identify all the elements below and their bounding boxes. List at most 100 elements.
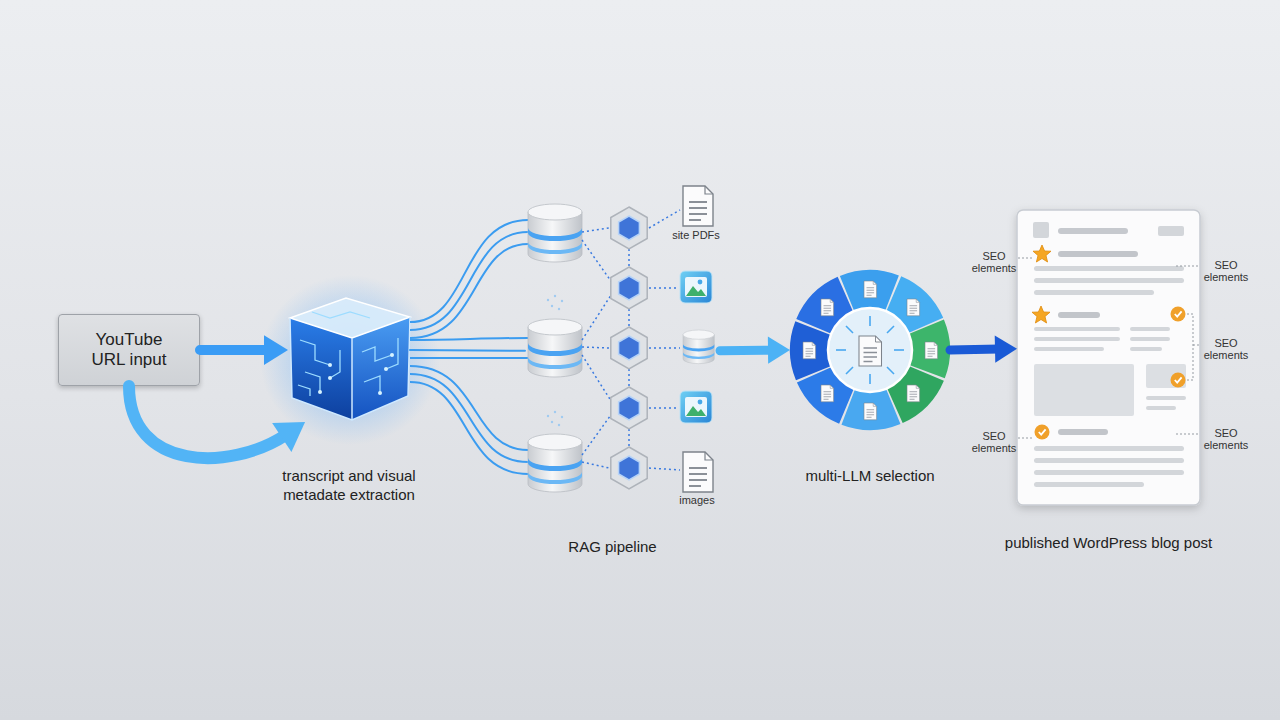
caption-text: published WordPress blog post bbox=[977, 533, 1240, 552]
llm-ring bbox=[864, 281, 877, 298]
blog-page bbox=[1033, 222, 1186, 487]
fan-lines bbox=[410, 382, 528, 474]
sparkles bbox=[561, 416, 563, 418]
blog-page bbox=[1017, 210, 1200, 505]
llm-ring bbox=[803, 281, 938, 420]
extraction-cube bbox=[328, 363, 332, 367]
llm-ring bbox=[925, 342, 938, 359]
llm-ring bbox=[907, 299, 920, 316]
dotted-links bbox=[649, 210, 680, 228]
database-cylinders bbox=[528, 204, 582, 492]
blog-page bbox=[1033, 245, 1051, 262]
llm-ring bbox=[821, 385, 834, 402]
llm-ring bbox=[907, 385, 920, 402]
blog-page bbox=[1158, 226, 1184, 236]
extraction-cube bbox=[318, 353, 394, 395]
sparkles bbox=[558, 308, 560, 310]
source-icons bbox=[683, 330, 714, 364]
llm-ring bbox=[894, 349, 904, 351]
sparkles bbox=[554, 295, 556, 297]
extraction-cube bbox=[298, 312, 398, 396]
connector-line bbox=[129, 386, 286, 458]
process-hexagons bbox=[611, 207, 647, 249]
dotted-links bbox=[582, 355, 613, 404]
llm-ring bbox=[836, 316, 904, 384]
node-label: YouTube URL input bbox=[85, 330, 173, 371]
extraction-cube bbox=[362, 347, 392, 361]
llm-ring bbox=[859, 336, 882, 366]
sparkles bbox=[554, 411, 556, 413]
extraction-cube bbox=[290, 317, 410, 420]
connector-line bbox=[950, 345, 999, 355]
source-icons bbox=[680, 271, 712, 303]
source-icons bbox=[680, 391, 712, 423]
llm-ring bbox=[859, 336, 882, 366]
blog-page bbox=[1032, 306, 1050, 323]
annotation-label: SEO elements bbox=[970, 250, 1018, 274]
dotted-links bbox=[582, 240, 613, 284]
llm-ring bbox=[925, 342, 938, 359]
source-icons bbox=[683, 330, 714, 364]
blog-page bbox=[1058, 228, 1128, 234]
fan-lines bbox=[410, 357, 528, 359]
connector-arrow bbox=[129, 386, 305, 458]
llm-ring bbox=[846, 326, 853, 333]
dotted-links bbox=[582, 292, 613, 340]
source-icons bbox=[683, 452, 713, 492]
annotation-label: SEO elements bbox=[1202, 337, 1250, 361]
connector-arrow bbox=[200, 335, 288, 365]
connector-line bbox=[720, 346, 772, 356]
annotation-label: site PDFs bbox=[658, 229, 734, 241]
dotted-links bbox=[628, 369, 630, 387]
sparkles bbox=[558, 424, 560, 426]
leader-lines bbox=[1018, 258, 1032, 259]
extraction-cube: transcript and visual metadate extractio… bbox=[288, 298, 410, 422]
process-hexagons bbox=[611, 447, 647, 489]
leader-lines bbox=[1018, 258, 1200, 438]
blog-page bbox=[1058, 429, 1108, 435]
caption-text: RAG pipeline bbox=[525, 537, 700, 556]
sparkles bbox=[551, 305, 553, 307]
sparkles bbox=[551, 421, 553, 423]
blog-page bbox=[1058, 251, 1138, 257]
fan-lines bbox=[410, 338, 528, 340]
blog-page bbox=[1130, 327, 1170, 331]
blog-page bbox=[1035, 425, 1050, 440]
arrow-head bbox=[264, 335, 288, 365]
leader-lines bbox=[1187, 314, 1193, 380]
llm-ring bbox=[864, 403, 877, 420]
blog-page bbox=[1058, 312, 1100, 318]
process-hexagons bbox=[611, 327, 647, 369]
extraction-cube bbox=[351, 338, 353, 420]
blog-page bbox=[1034, 327, 1120, 331]
arrow-head bbox=[768, 337, 790, 364]
extraction-cube bbox=[260, 275, 440, 445]
llm-ring bbox=[803, 342, 816, 359]
extraction-cube bbox=[378, 391, 382, 395]
llm-ring bbox=[790, 270, 949, 429]
blog-page bbox=[1034, 470, 1184, 475]
dotted-links bbox=[582, 228, 609, 232]
llm-ring bbox=[790, 270, 949, 429]
llm-ring bbox=[821, 299, 834, 316]
extraction-cube bbox=[386, 338, 398, 369]
blog-page bbox=[1017, 210, 1200, 505]
blog-page bbox=[1034, 290, 1154, 295]
llm-ring bbox=[869, 374, 871, 384]
llm-ring bbox=[790, 270, 949, 429]
blog-page bbox=[1146, 396, 1186, 400]
extraction-cube bbox=[384, 367, 388, 371]
database-cylinders bbox=[528, 319, 582, 377]
leader-lines bbox=[1193, 345, 1200, 346]
blog-page bbox=[1034, 337, 1120, 341]
fan-lines bbox=[410, 374, 528, 462]
extraction-cube bbox=[390, 353, 394, 357]
sparkles bbox=[547, 415, 549, 417]
source-icons bbox=[683, 186, 713, 226]
llm-ring bbox=[790, 270, 949, 429]
blog-page bbox=[1146, 364, 1186, 388]
annotation-label: SEO elements bbox=[1202, 259, 1250, 283]
connector-arrow bbox=[410, 350, 525, 352]
blog-page bbox=[1034, 446, 1184, 451]
